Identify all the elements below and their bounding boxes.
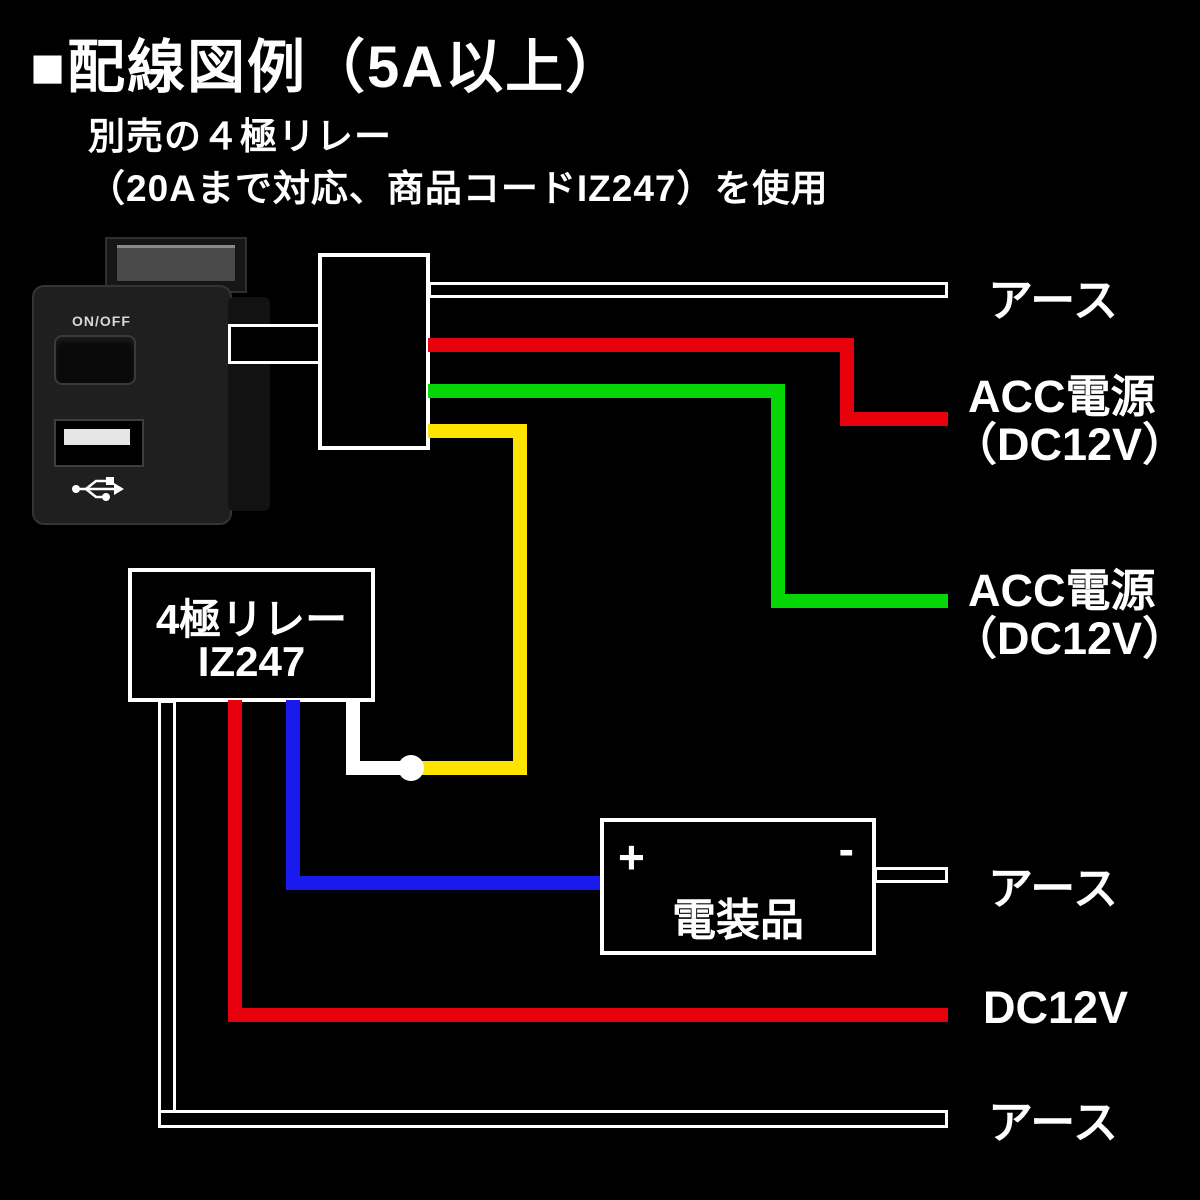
relay-label-line1: 4極リレー bbox=[155, 596, 348, 643]
wire-green-h1 bbox=[428, 384, 785, 398]
wire-red-h2 bbox=[840, 412, 948, 426]
label-ground-component: アース bbox=[988, 863, 1119, 914]
label-acc2-line1: ACC電源 bbox=[968, 565, 1156, 616]
switch-top-slot bbox=[117, 245, 235, 281]
label-acc2-line2: （DC12V） bbox=[952, 613, 1188, 664]
relay-label-line2: IZ247 bbox=[197, 638, 306, 685]
wire-green-h2 bbox=[771, 594, 948, 608]
wire-red-v2 bbox=[228, 700, 242, 1022]
wire-yellow-h2 bbox=[413, 761, 527, 775]
connector-box bbox=[318, 253, 430, 450]
wire-yellow-h1 bbox=[428, 424, 527, 438]
wire-ground-top bbox=[428, 282, 948, 298]
subtitle-line2: （20Aまで対応、商品コードIZ247）を使用 bbox=[88, 168, 829, 209]
usb-switch-photo: ON/OFF bbox=[30, 235, 275, 527]
wire-ground-bottom-v bbox=[158, 700, 176, 1128]
component-label: 電装品 bbox=[672, 896, 804, 945]
on-off-label: ON/OFF bbox=[72, 313, 131, 329]
component-box: + - 電装品 bbox=[600, 818, 876, 955]
wire-blue-v bbox=[286, 700, 300, 890]
wire-white-v bbox=[346, 700, 360, 775]
wire-red-h3 bbox=[228, 1008, 948, 1022]
wire-white-h bbox=[346, 761, 412, 775]
switch-top-tab bbox=[105, 237, 247, 293]
usb-port bbox=[54, 419, 144, 467]
junction-dot bbox=[398, 755, 424, 781]
wire-red-h1 bbox=[428, 338, 854, 352]
power-button bbox=[54, 335, 136, 385]
wire-blue-h bbox=[286, 876, 604, 890]
wire-yellow-v1 bbox=[513, 424, 527, 775]
label-dc12v: DC12V bbox=[983, 982, 1129, 1033]
switch-body bbox=[32, 285, 232, 525]
switch-plug-connector bbox=[228, 324, 326, 364]
wire-green-v1 bbox=[771, 384, 785, 608]
page-title: ■配線図例（5A以上） bbox=[30, 35, 626, 100]
component-minus: - bbox=[838, 823, 854, 875]
label-ground-bottom: アース bbox=[988, 1097, 1119, 1148]
relay-box: 4極リレー IZ247 bbox=[128, 568, 375, 702]
usb-icon bbox=[70, 475, 126, 508]
label-ground-top: アース bbox=[988, 275, 1119, 326]
component-plus: + bbox=[618, 831, 645, 883]
wire-red-v1 bbox=[840, 338, 854, 426]
subtitle-line1: 別売の４極リレー bbox=[88, 116, 392, 157]
wire-ground-bottom-h bbox=[158, 1110, 948, 1128]
label-acc1-line2: （DC12V） bbox=[952, 419, 1188, 470]
wire-ground-component bbox=[874, 867, 948, 883]
label-acc1-line1: ACC電源 bbox=[968, 371, 1156, 422]
usb-port-tongue bbox=[64, 429, 130, 445]
